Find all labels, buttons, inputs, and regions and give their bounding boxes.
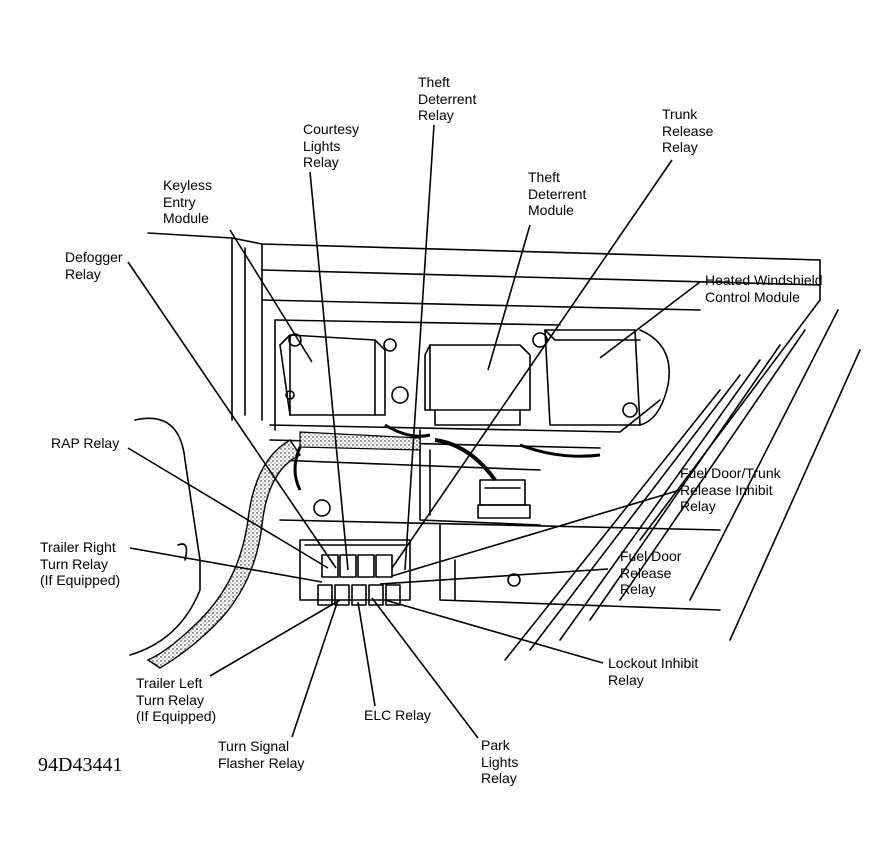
- callout-line: Defogger: [65, 249, 123, 265]
- callout-line: Courtesy: [303, 121, 360, 137]
- leader-line-elc-relay: [357, 601, 376, 707]
- callout-line: Release: [620, 564, 672, 581]
- leader-line-trailer-left-turn-relay: [209, 599, 341, 677]
- callout-line: Relay: [620, 581, 656, 597]
- callout-line: Control Module: [705, 288, 800, 305]
- callout-line: Turn Relay: [40, 555, 108, 572]
- callout-line: Module: [163, 210, 209, 226]
- callout-line: Deterrent: [418, 90, 477, 107]
- callout-line: (If Equipped): [136, 708, 217, 724]
- callout-line: Heated Windshield: [705, 272, 823, 288]
- callout-line: Fuel Door/Trunk: [680, 465, 781, 481]
- callout-line: Turn Relay: [136, 691, 204, 708]
- callout-line: Lights: [481, 753, 519, 770]
- leader-line-trailer-right-turn-relay: [129, 547, 323, 583]
- callout-line: Turn Signal: [218, 738, 290, 754]
- callout-line: RAP Relay: [51, 435, 120, 451]
- callout-line: Release Inhibit: [680, 481, 773, 498]
- leader-line-trunk-release-relay: [391, 159, 673, 569]
- leader-line-lockout-inhibit-relay: [384, 599, 604, 664]
- callout-line: Lights: [303, 137, 341, 154]
- callout-line: Module: [528, 202, 574, 218]
- figure-id: 94D43441: [38, 754, 123, 776]
- callout-line: Deterrent: [528, 185, 587, 202]
- callout-line: Relay: [680, 498, 716, 514]
- callout-line: Theft: [418, 74, 450, 90]
- callout-line: Relay: [481, 770, 517, 786]
- leader-line-theft-deterrent-module: [487, 224, 531, 371]
- callout-line: Trailer Right: [40, 539, 116, 555]
- callout-line: Fuel Door: [620, 548, 682, 564]
- leader-line-heated-windshield-control-module: [599, 281, 701, 359]
- leader-line-park-lights-relay: [371, 597, 479, 739]
- leader-line-rap-relay: [127, 447, 329, 569]
- callout-line: (If Equipped): [40, 572, 121, 588]
- callout-line: Theft: [528, 169, 560, 185]
- leader-line-courtesy-lights-relay: [309, 171, 349, 571]
- leader-line-turn-signal-flasher-relay: [291, 599, 339, 738]
- callout-line: Lockout Inhibit: [608, 655, 699, 671]
- leader-line-theft-deterrent-relay: [404, 124, 435, 571]
- callout-line: Keyless: [163, 177, 213, 193]
- leader-line-fuel-door-release-relay: [379, 568, 609, 585]
- callout-line: Release: [662, 122, 714, 139]
- callout-line: Flasher Relay: [218, 754, 305, 771]
- callout-elc-relay: ELC Relay: [364, 707, 431, 724]
- callout-line: Relay: [65, 265, 101, 282]
- callout-rap-relay: RAP Relay: [51, 435, 119, 452]
- callout-line: Park: [481, 737, 510, 753]
- callout-line: Trailer Left: [136, 675, 203, 691]
- callout-line: Trunk: [662, 106, 698, 122]
- callout-line: ELC Relay: [364, 707, 431, 723]
- callout-line: Relay: [662, 139, 698, 155]
- leader-line-defogger-relay: [127, 261, 337, 569]
- leader-line-fuel-door-trunk-release-inhibit-relay: [391, 489, 681, 577]
- leader-line-keyless-entry-module: [229, 229, 313, 363]
- callout-line: Relay: [303, 154, 339, 170]
- callout-line: Relay: [418, 107, 454, 123]
- callout-line: Relay: [608, 671, 644, 688]
- callout-line: Entry: [163, 193, 196, 210]
